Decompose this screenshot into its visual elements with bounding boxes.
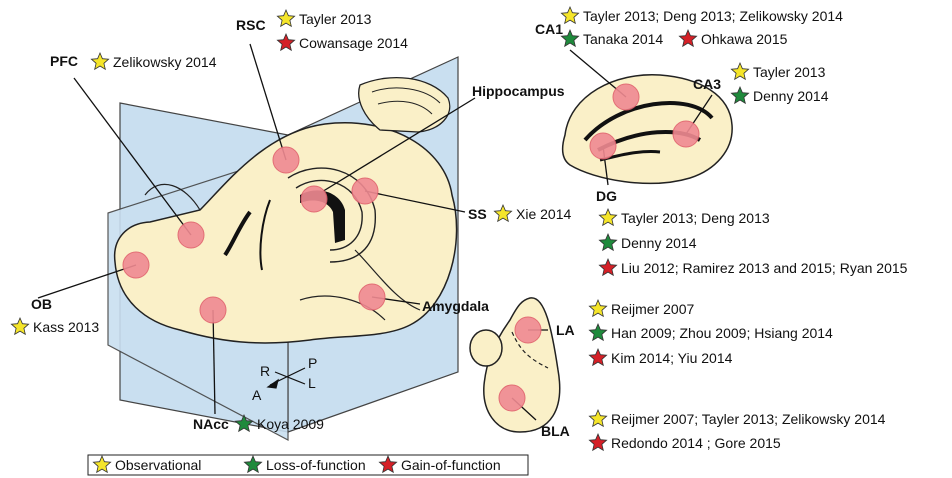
spot-ca3 — [673, 121, 699, 147]
ss-ref-0-star-icon — [494, 205, 511, 221]
ca3-ref-1-text: Denny 2014 — [753, 88, 829, 104]
la-ref-0-text: Reijmer 2007 — [611, 301, 694, 317]
amygdala-inset — [484, 298, 560, 432]
dg-ref-2-star-icon — [599, 259, 616, 275]
spot-bla — [499, 385, 525, 411]
dg-ref-2-text: Liu 2012; Ramirez 2013 and 2015; Ryan 20… — [621, 260, 908, 276]
ca1-ref-1-star-icon — [561, 30, 578, 46]
compass-a: A — [252, 387, 262, 403]
legend: Observational Loss-of-function Gain-of-fun… — [93, 456, 500, 473]
spot-hippocampus — [301, 186, 327, 212]
dg-ref-1-star-icon — [599, 234, 616, 250]
bla-ref-0-star-icon — [589, 410, 606, 426]
label-hippocampus: Hippocampus — [472, 83, 565, 99]
legend-loss-label: Loss-of-function — [266, 457, 366, 473]
spot-la — [515, 317, 541, 343]
la-ref-0-star-icon — [589, 300, 606, 316]
spot-nacc — [200, 297, 226, 323]
dg-ref-1-text: Denny 2014 — [621, 235, 697, 251]
label-pfc: PFC — [50, 53, 78, 69]
ca1-ref-0-text: Tayler 2013; Deng 2013; Zelikowsky 2014 — [583, 8, 843, 24]
label-ss: SS — [468, 206, 487, 222]
spot-ob — [123, 252, 149, 278]
spot-ss — [352, 178, 378, 204]
la-ref-2-star-icon — [589, 349, 606, 365]
ca3-ref-1-star-icon — [731, 87, 748, 103]
label-ob: OB — [31, 296, 52, 312]
spot-dg — [590, 133, 616, 159]
ca3-ref-0-text: Tayler 2013 — [753, 64, 826, 80]
spot-pfc — [178, 222, 204, 248]
pfc-ref-0-text: Zelikowsky 2014 — [113, 54, 217, 70]
ob-ref-0-text: Kass 2013 — [33, 319, 99, 335]
ca1-ref-1-text: Tanaka 2014 — [583, 31, 663, 47]
la-ref-1-text: Han 2009; Zhou 2009; Hsiang 2014 — [611, 325, 833, 341]
bla-ref-0-text: Reijmer 2007; Tayler 2013; Zelikowsky 20… — [611, 411, 886, 427]
dg-ref-0-text: Tayler 2013; Deng 2013 — [621, 210, 770, 226]
label-rsc: RSC — [236, 17, 266, 33]
ca1-ref-0-star-icon — [561, 7, 578, 23]
compass-r: R — [260, 363, 270, 379]
la-ref-2-text: Kim 2014; Yiu 2014 — [611, 350, 733, 366]
rsc-ref-1-star-icon — [277, 34, 294, 50]
label-bla: BLA — [541, 423, 570, 439]
rsc-ref-1-text: Cowansage 2014 — [299, 35, 408, 51]
compass-p: P — [308, 355, 317, 371]
bla-ref-1-text: Redondo 2014 ; Gore 2015 — [611, 435, 781, 451]
bla-ref-1-star-icon — [589, 434, 606, 450]
spot-ca1 — [613, 84, 639, 110]
spot-rsc — [273, 147, 299, 173]
amygdala-lobe — [470, 330, 502, 366]
dg-ref-0-star-icon — [599, 209, 616, 225]
compass-l: L — [308, 375, 316, 391]
ca3-ref-0-star-icon — [731, 63, 748, 79]
pfc-ref-0-star-icon — [91, 53, 108, 69]
label-ca3: CA3 — [693, 76, 721, 92]
rsc-ref-0-star-icon — [277, 10, 294, 26]
nacc-ref-0-text: Koya 2009 — [257, 416, 324, 432]
ob-ref-0-star-icon — [11, 318, 28, 334]
label-la: LA — [556, 322, 575, 338]
la-ref-1-star-icon — [589, 324, 606, 340]
label-dg: DG — [596, 188, 617, 204]
legend-gain-label: Gain-of-function — [401, 457, 501, 473]
label-ca1: CA1 — [535, 21, 563, 37]
label-nacc: NAcc — [193, 416, 229, 432]
ss-ref-0-text: Xie 2014 — [516, 206, 571, 222]
rsc-ref-0-text: Tayler 2013 — [299, 11, 372, 27]
label-amygdala: Amygdala — [422, 298, 489, 314]
ca1-ref-2-text: Ohkawa 2015 — [701, 31, 788, 47]
legend-observational-label: Observational — [115, 457, 201, 473]
ca1-ref-2-star-icon — [679, 30, 696, 46]
spot-amygdala — [359, 284, 385, 310]
